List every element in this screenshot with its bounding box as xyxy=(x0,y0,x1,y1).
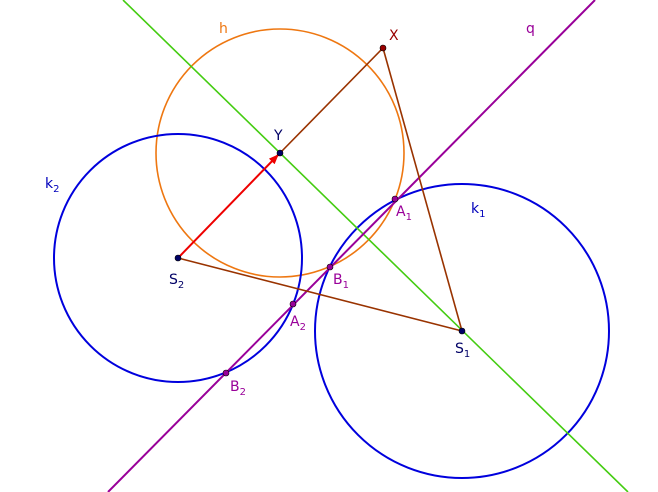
label-s2: S2 xyxy=(169,272,184,291)
point-a1 xyxy=(391,195,399,203)
circle-k2 xyxy=(53,133,303,383)
segment-s2-s1 xyxy=(177,257,463,332)
point-b1 xyxy=(326,263,334,271)
label-y: Y xyxy=(273,128,283,144)
label-a1: A1 xyxy=(396,204,412,223)
label-b1: B1 xyxy=(333,272,349,291)
point-s2 xyxy=(174,254,182,262)
point-s1 xyxy=(458,327,466,335)
circle-k1 xyxy=(314,183,610,479)
point-x xyxy=(379,44,387,52)
point-y xyxy=(276,149,284,157)
label-s1: S1 xyxy=(455,341,470,360)
line-green xyxy=(122,0,629,492)
label-k1: k1 xyxy=(471,201,485,220)
label-x: X xyxy=(389,28,399,44)
point-a2 xyxy=(289,300,297,308)
vector-s2-y xyxy=(177,154,279,259)
label-b2: B2 xyxy=(230,379,246,398)
circle-h xyxy=(155,28,405,278)
segment-x-s1 xyxy=(382,47,463,332)
label-h: h xyxy=(219,21,228,37)
line-q xyxy=(107,0,596,492)
label-q: q xyxy=(526,21,535,37)
label-k2: k2 xyxy=(45,176,59,195)
label-a2: A2 xyxy=(290,314,306,333)
segment-y-x xyxy=(279,47,384,154)
point-b2 xyxy=(222,369,230,377)
